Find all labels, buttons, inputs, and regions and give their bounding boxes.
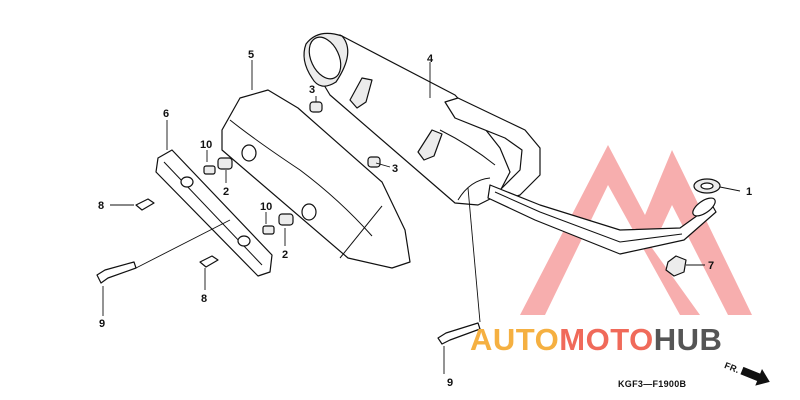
muffler-protector xyxy=(221,89,411,269)
direction-label: FR. xyxy=(723,360,741,375)
callout-1: 1 xyxy=(746,186,752,198)
callout-9a: 9 xyxy=(99,318,105,330)
muffler-body xyxy=(303,32,511,206)
callout-10b: 10 xyxy=(260,201,272,213)
callout-4: 4 xyxy=(427,53,434,65)
callout-10a: 10 xyxy=(200,139,212,151)
callout-8b: 8 xyxy=(201,293,207,305)
callout-6: 6 xyxy=(163,108,169,120)
grommets xyxy=(309,101,381,168)
callout-2a: 2 xyxy=(223,186,229,198)
callout-7: 7 xyxy=(708,260,714,272)
callout-3b: 3 xyxy=(392,163,398,175)
exhaust-pipe xyxy=(444,97,717,255)
collars-and-washers xyxy=(203,157,294,235)
callout-2b: 2 xyxy=(282,249,288,261)
watermark-moto: MOTO xyxy=(559,322,653,357)
callout-3a: 3 xyxy=(309,84,315,96)
watermark-hub: HUB xyxy=(654,322,723,357)
watermark-auto: AUTO xyxy=(470,322,559,357)
arrow-right-icon xyxy=(740,366,770,386)
callout-5: 5 xyxy=(248,49,254,61)
callout-9b: 9 xyxy=(447,377,453,389)
gasket-1 xyxy=(693,178,721,194)
diagram-code: KGF3—F1900B xyxy=(618,379,687,389)
bolts xyxy=(96,198,481,345)
muffler-bracket xyxy=(155,149,273,277)
leader-lines xyxy=(102,60,741,374)
front-direction-arrow: FR. xyxy=(723,360,770,386)
watermark-text: AUTOMOTOHUB xyxy=(470,322,722,357)
flange-nut-7 xyxy=(665,255,687,277)
callout-8a: 8 xyxy=(98,200,104,212)
